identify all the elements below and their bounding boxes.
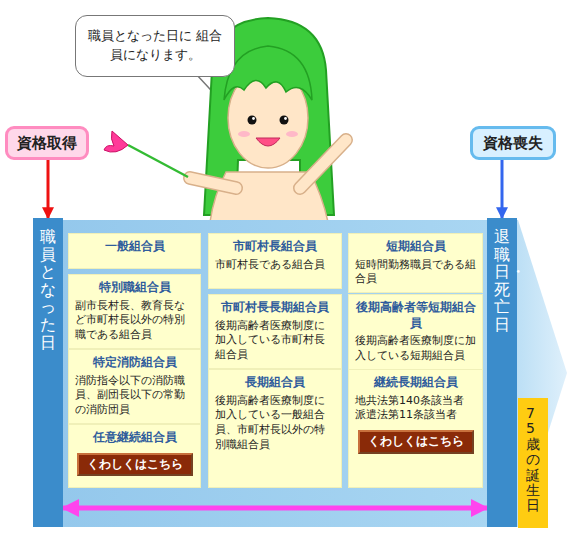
box-title: 継続長期組合員 [355,375,476,391]
box-body: 後期高齢者医療制度に加入している一般組合員、市町村長以外の特別職組合員 [215,394,335,453]
box-title: 特別職組合員 [75,280,194,296]
box-title: 一般組合員 [75,239,194,255]
vertical-label: 職員となった日 [40,228,56,351]
box-body: 短時間勤務職員である組合員 [355,258,476,288]
member-box: 一般組合員 [68,233,201,269]
box-body: 地共法第140条該当者 派遣法第11条該当者 [355,394,476,424]
connector-arrow [63,506,487,511]
member-box: 市町村長組合員市町村長である組合員 [208,233,342,289]
date-bar: 75歳の誕生日 [518,398,548,528]
box-body: 後期高齢者医療制度に加入している短期組合員 [355,334,476,364]
member-box: 長期組合員後期高齢者医療制度に加入している一般組合員、市町村長以外の特別職組合員 [208,369,342,488]
box-title: 長期組合員 [215,375,335,391]
member-box: 後期高齢者等短期組合員後期高齢者医療制度に加入している短期組合員 [348,294,483,370]
box-body: 市町村長である組合員 [215,258,335,273]
box-title: 市町村長長期組合員 [215,300,335,316]
connector-arrow [501,160,504,218]
date-bar: 職員となった日 [33,218,63,527]
box-body: 後期高齢者医療制度に加入している市町村長組合員 [215,319,335,364]
connector-arrow [47,160,50,218]
member-box: 短期組合員短時間勤務職員である組合員 [348,233,483,293]
box-title: 資格取得 [17,134,77,153]
vertical-label: 退職日・死亡日 [494,228,510,334]
box-title: 後期高齢者等短期組合員 [355,300,476,331]
box-title: 短期組合員 [355,239,476,255]
link-button: くわしくはこちら [77,453,193,477]
box-body: 副市長村長、教育長など市町村長以外の特別職である組合員 [75,299,194,344]
box-title: 職員となった日に 組合員になります。 [84,27,226,65]
date-bar: 退職日・死亡日 [487,218,517,527]
box-title: 特定消防組合員 [75,355,194,371]
box-body: 消防指令以下の消防職員、副団長以下の常勤の消防団員 [75,374,194,419]
member-box: 特別職組合員副市長村長、教育長など市町村長以外の特別職である組合員 [68,274,201,349]
member-box: 継続長期組合員地共法第140条該当者 派遣法第11条該当者くわしくはこちら [348,369,483,488]
member-box: 市町村長長期組合員後期高齢者医療制度に加入している市町村長組合員 [208,294,342,369]
box-title: くわしくはこちら [83,457,187,473]
status-tag: 資格喪失 [470,126,556,160]
vertical-label: 75歳の誕生日 [526,406,540,514]
link-button: くわしくはこちら [358,430,474,454]
member-box: 特定消防組合員消防指令以下の消防職員、副団長以下の常勤の消防団員 [68,349,201,424]
box-title: 資格喪失 [483,134,543,153]
member-box: 任意継続組合員くわしくはこちら [68,424,201,488]
speech-bubble: 職員となった日に 組合員になります。 [75,15,235,77]
status-tag: 資格取得 [5,126,89,160]
box-title: 任意継続組合員 [75,430,194,446]
box-title: 市町村長組合員 [215,239,335,255]
box-title: くわしくはこちら [364,434,468,450]
